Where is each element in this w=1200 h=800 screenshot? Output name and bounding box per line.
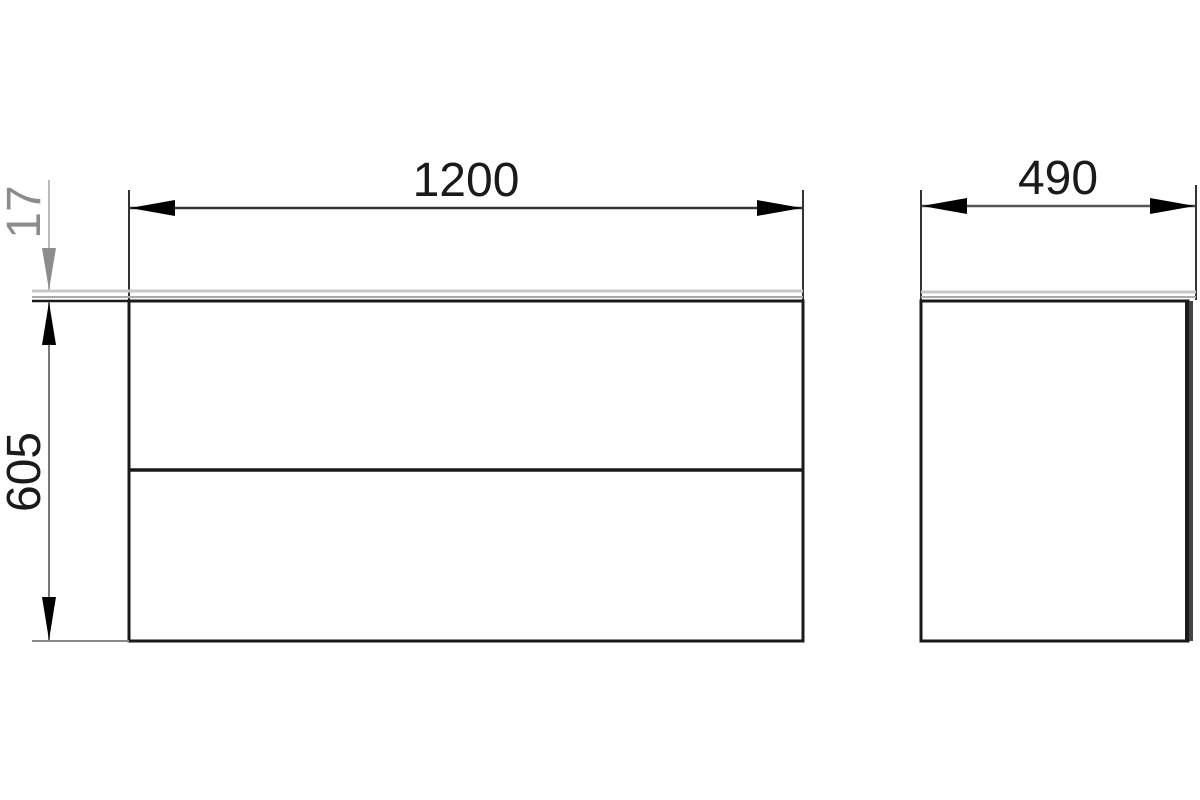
arrow-right-icon [1150, 198, 1195, 214]
drawer-upper [130, 302, 802, 469]
side-view: 490 [919, 152, 1197, 643]
depth-label: 490 [1018, 152, 1098, 205]
side-cabinet-body [919, 299, 1190, 643]
top-thickness-label: 17 [0, 185, 51, 238]
front-view: 1200 17 605 [0, 154, 805, 643]
arrow-up-icon [42, 302, 56, 345]
width-label: 1200 [413, 154, 520, 207]
arrow-left-icon [130, 200, 175, 216]
arrow-down-icon [42, 597, 56, 640]
arrow-left-icon [922, 198, 967, 214]
arrow-right-icon [757, 200, 802, 216]
arrow-down-grey-icon [42, 248, 56, 290]
drawer-lower [130, 472, 802, 640]
height-label: 605 [0, 432, 51, 512]
